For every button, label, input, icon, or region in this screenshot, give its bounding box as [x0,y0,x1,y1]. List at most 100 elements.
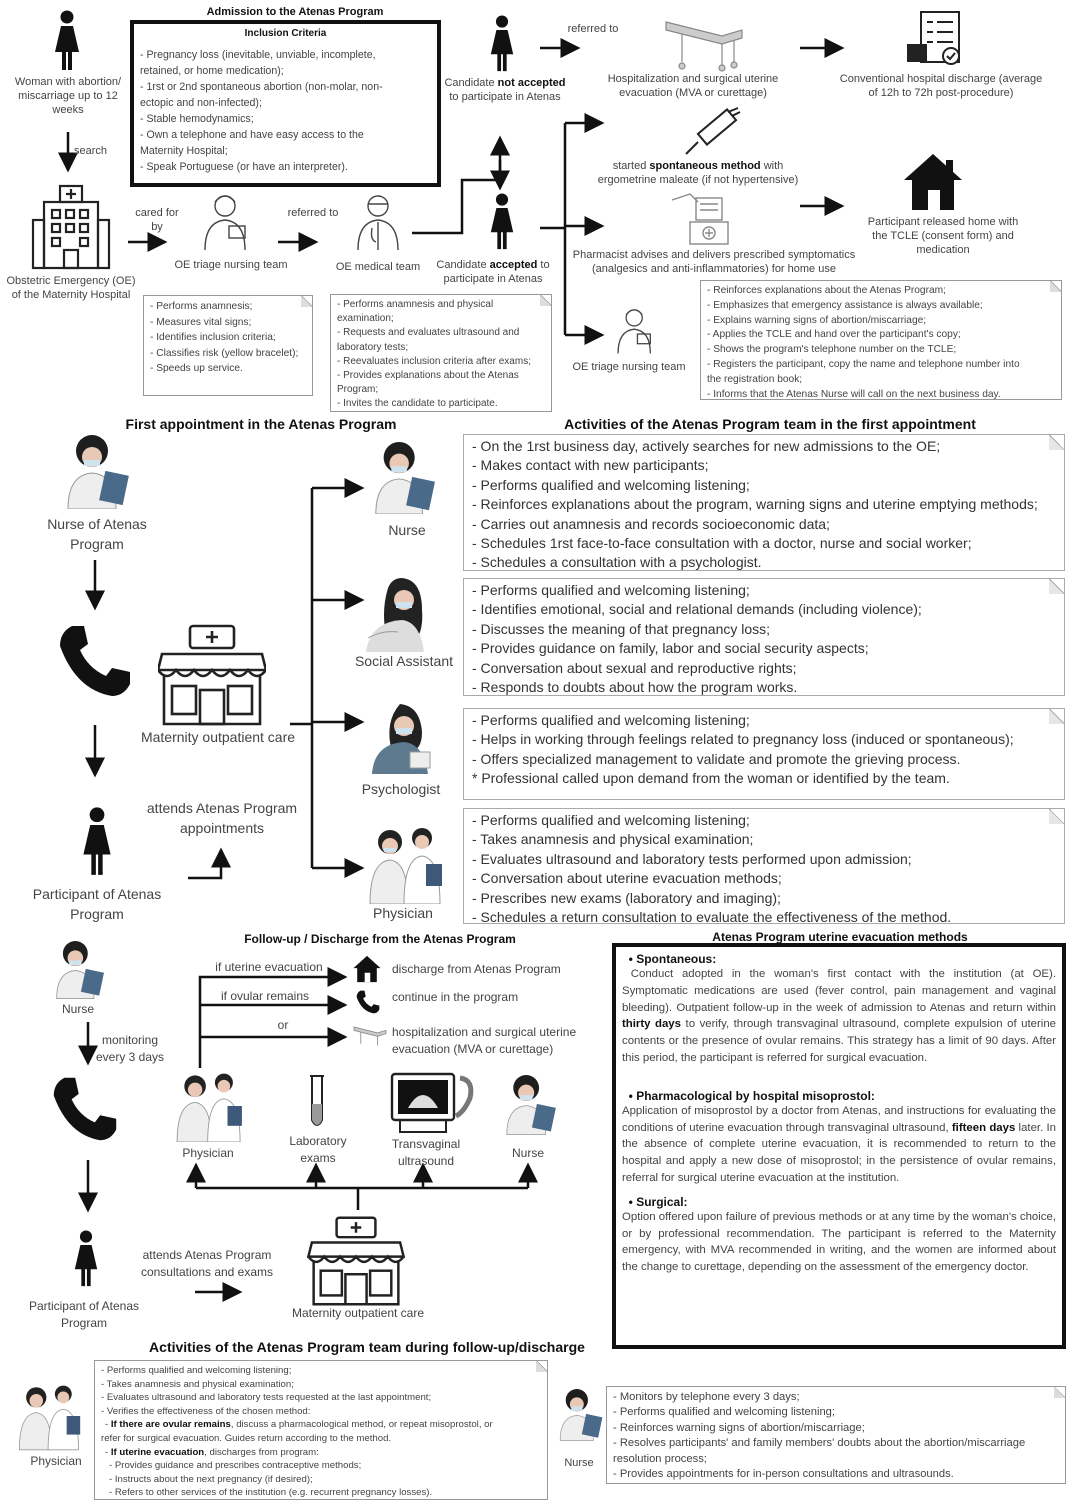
triage-label-2: OE triage nursing team [572,361,686,373]
note-line: - Reinforces explanations about the prog… [472,496,1038,513]
released-label: Participant released home with the TCLE … [867,216,1019,256]
doctor-icon [357,195,399,251]
spontaneous-heading: • Spontaneous: [622,952,717,966]
maternity-building-icon [158,624,266,726]
physician-label: Physician [373,905,433,921]
inclusion-criterion: - Own a telephone and have easy access t… [140,129,364,141]
follow-up-nurse-label-2: Nurse [511,1146,544,1160]
note-line: - Identifies emotional, social and relat… [472,601,922,618]
home-icon [904,154,962,210]
test-tube-icon [310,1075,324,1126]
follow-up-physicians-icon [176,1073,242,1142]
note-line: - Helps in working through feelings rela… [472,731,1014,748]
note-line: - Performs qualified and welcoming liste… [472,476,750,493]
note-line: - Makes contact with new participants; [472,457,709,474]
nurse-icon [375,442,435,514]
psychologist-label: Psychologist [361,781,441,797]
pharmacist-label: Pharmacist advises and delivers prescrib… [572,249,856,275]
note-line: - Reevaluates inclusion criteria after e… [337,355,531,367]
note-line: - If uterine evacuation, discharges from… [101,1446,541,1460]
follow-up-attends-label: attends Atenas Program consultations and… [140,1248,274,1279]
bottom-nurse-icon [559,1389,603,1441]
first-appointment-title: First appointment in the Atenas Program [125,416,397,432]
note-line: - Reinforces warning signs of abortion/m… [613,1421,865,1434]
note-line: - Discusses the meaning of that pregnanc… [472,620,771,637]
note-line: - Performs qualified and welcoming liste… [472,712,750,728]
note-line: - Classifies risk (yellow bracelet); [150,347,299,359]
note-line: - Invites the candidate to participate. [337,398,498,410]
surgical-text: Option offered upon failure of previous … [622,1210,1056,1274]
if-uterine-label: if uterine evacuation [215,960,323,974]
note-line: - Requests and evaluates ultrasound and [337,327,520,339]
syringe-icon [685,107,741,155]
follow-up-nurse-note: - Monitors by telephone every 3 days;- P… [606,1386,1066,1484]
spontaneous-method-label: started spontaneous method with ergometr… [597,160,799,186]
note-line: - Verifies the effectiveness of the chos… [101,1405,311,1417]
follow-up-nurse-icon-2 [506,1075,556,1136]
note-line: examination; [337,313,394,325]
note-line: resolution process; [613,1452,707,1465]
medical-team-label: OE medical team [335,261,421,273]
evacuation-methods-box: • Spontaneous: Conduct adopted in the wo… [612,943,1066,1349]
stretcher-icon [665,21,743,72]
woman-label: Woman with abortion/ miscarriage up to 1… [14,76,122,116]
physicians-icon [369,828,442,904]
note-line: - Carries out anamnesis and records soci… [472,515,830,532]
note-line: - Registers the participant, copy the na… [707,358,1020,370]
or-label: or [277,1018,289,1032]
triage-nurse-icon [204,195,246,251]
note-line: - Performs qualified and welcoming liste… [472,582,750,598]
note-line: - Emphasizes that emergency assistance i… [707,299,983,311]
inclusion-criterion: retained, or home medication); [140,65,284,77]
hospital-icon [31,184,111,270]
conventional-discharge-label: Conventional hospital discharge (average… [839,73,1043,99]
social-assistant-icon [366,578,424,652]
follow-up-team-title: Activities of the Atenas Program team du… [149,1339,585,1355]
note-line: - Provides appointments for in-person co… [613,1468,954,1481]
note-line: - Shows the program's telephone number o… [707,344,957,356]
hospitalization-follow-label: hospitalization and surgical uterine eva… [392,1025,577,1056]
note-line: - Conversation about sexual and reproduc… [472,659,797,676]
not-accepted-label: Candidate not accepted to participate in… [444,77,566,103]
note-prefix: - [105,1419,111,1431]
triage-label: OE triage nursing team [174,259,288,271]
note-line: - Provides guidance on family, labor and… [472,640,869,657]
surgical-heading: • Surgical: [622,1194,688,1209]
candidate-not-accepted-icon [490,15,514,72]
follow-up-physician-note: - Performs qualified and welcoming liste… [94,1360,548,1500]
note-line: - Performs qualified and welcoming liste… [613,1406,835,1419]
note-line: - Provides explanations about the Atenas [337,370,519,382]
note-line: - Applies the TCLE and hand over the par… [707,329,961,341]
note-text: , discuss a pharmacological method, or r… [230,1419,493,1431]
attends-label: attends Atenas Program appointments [146,800,298,836]
triage-activities-note: - Performs anamnesis;- Measures vital si… [143,295,313,396]
note-line: Program; [337,384,379,396]
social-assistant-label: Social Assistant [354,653,454,669]
methods-title: Atenas Program uterine evacuation method… [712,930,968,944]
nurse-activities-note: - On the 1rst business day, actively sea… [463,434,1065,571]
inclusion-criteria-box: Inclusion Criteria - Pregnancy loss (ine… [130,20,441,187]
note-prefix: - [105,1446,111,1458]
note-line: - Explains warning signs of abortion/mis… [707,314,927,326]
psychologist-icon [372,704,431,774]
bottom-physician-label: Physician [30,1454,82,1468]
medical-activities-note: - Performs anamnesis and physical examina… [330,294,552,412]
hospitalization-stretcher-icon [353,1026,387,1046]
inclusion-criteria-title: Inclusion Criteria [244,28,327,39]
note-line: * Professional called upon demand from t… [472,770,950,787]
accepted-label: Candidate accepted to participate in Ate… [436,259,550,285]
search-label: search [74,145,108,157]
discharge-home-icon [353,955,381,983]
participant-icon [83,807,111,875]
inclusion-criteria-list: - Pregnancy loss (inevitable, unviable, … [140,47,431,175]
maternity-label: Maternity outpatient care [140,729,296,745]
note-line: the registration book; [707,373,803,385]
follow-up-participant-label: Participant of Atenas Program [28,1299,140,1330]
note-line: - Measures vital signs; [150,316,252,328]
follow-up-nurse-icon [56,941,104,999]
note-line: - Performs anamnesis and physical [337,299,494,310]
admission-title: Admission to the Atenas Program [206,6,384,18]
continue-phone-icon [356,990,380,1014]
discharge-label: discharge from Atenas Program [392,962,561,976]
note-line: - Conversation about uterine evacuation … [472,870,782,887]
